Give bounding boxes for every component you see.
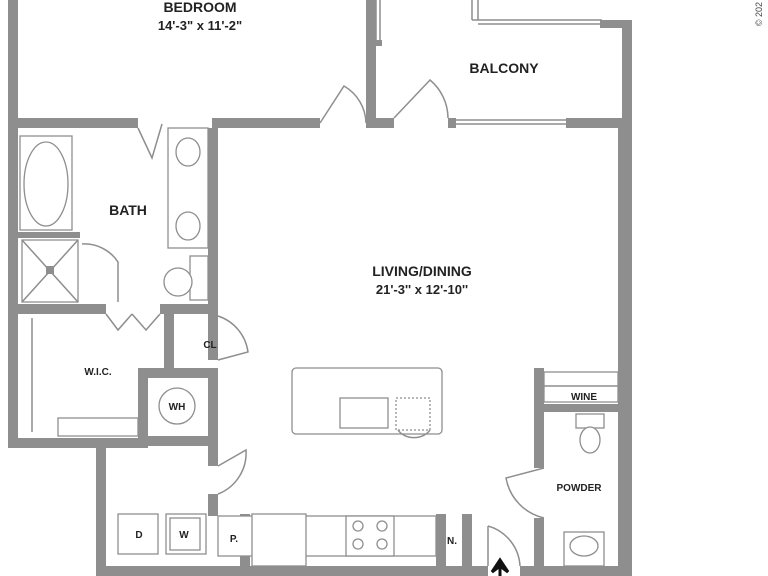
bedroom-size: 14'-3" x 11'-2" <box>158 18 242 33</box>
toilet-icon <box>579 426 601 454</box>
living-size: 21'-3'' x 12'-10'' <box>376 282 468 297</box>
labels: BEDROOM 14'-3" x 11'-2" BALCONY BATH LIV… <box>84 0 764 547</box>
sink-icon <box>175 211 201 241</box>
water-heater-label: WH <box>169 402 186 413</box>
doors <box>81 78 545 567</box>
copyright-text: © 202 <box>754 2 764 26</box>
nook-label: N. <box>447 536 457 547</box>
closet-label: CL <box>203 340 216 351</box>
washer-label: W <box>179 530 189 541</box>
entry-arrow-icon <box>490 557 510 576</box>
wine-label: WINE <box>571 392 597 403</box>
windows <box>372 0 602 125</box>
pantry-label: P. <box>230 534 238 545</box>
kitchen-sink-icon <box>339 397 389 429</box>
bathtub-icon <box>23 141 69 227</box>
fixtures <box>19 127 619 576</box>
bedroom-label: BEDROOM <box>163 0 236 15</box>
sink-icon <box>175 137 201 167</box>
dryer-label: D <box>135 530 142 541</box>
toilet-icon <box>163 267 193 297</box>
bath-label: BATH <box>109 202 147 218</box>
wic-label: W.I.C. <box>84 367 111 378</box>
wine-rack <box>543 371 619 403</box>
range-icon <box>345 515 395 557</box>
dryer-icon <box>117 513 159 555</box>
living-label: LIVING/DINING <box>372 263 472 279</box>
powder-label: POWDER <box>557 483 603 494</box>
walls <box>8 0 632 576</box>
water-heater-icon <box>158 387 196 425</box>
balcony-label: BALCONY <box>469 60 539 76</box>
sink-icon <box>569 535 599 557</box>
